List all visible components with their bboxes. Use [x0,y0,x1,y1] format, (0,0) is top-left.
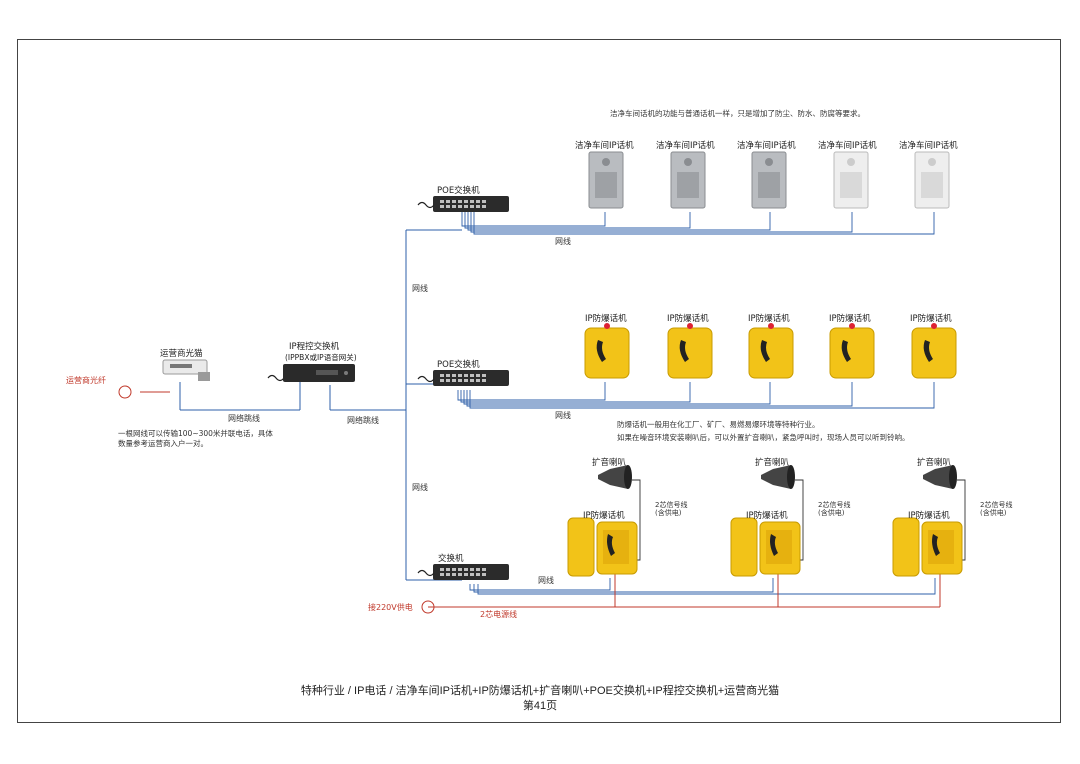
uplink-label: 网络跳线 [228,414,260,423]
explosion-proof-phone-3 [748,323,794,379]
clean-phone-label-5: 洁净车间IP话机 [899,141,958,151]
middle-cables [457,382,935,409]
speaker-label-1: 扩音喇叭 [592,458,627,468]
fiber-label: 运营商光纤 [66,376,106,385]
optical-modem-device [162,359,210,381]
pbx-sublabel: (IPPBX或IP语音网关) [285,353,357,362]
top-switch-label: POE交换机 [437,186,480,196]
door-phone-label-1: IP防爆话机 [583,511,625,521]
modem-label: 运营商光猫 [160,349,203,359]
vertical-cable-label-2: 网线 [412,483,428,492]
middle-switch-label: POE交换机 [437,360,480,370]
clean-phone-label-4: 洁净车间IP话机 [818,141,877,151]
door-phone-2 [730,517,801,577]
clean-room-phone-3 [751,151,787,209]
explosion-proof-phone-1 [584,323,630,379]
ex-phone-label-3: IP防爆话机 [748,314,790,324]
poe-switch-top [433,196,509,212]
clean-phone-label-1: 洁净车间IP话机 [575,141,634,151]
ex-phone-label-5: IP防爆话机 [910,314,952,324]
clean-room-phone-2 [670,151,706,209]
top-cable-label: 网线 [555,237,571,246]
power-lines [140,391,941,608]
ex-phone-label-2: IP防爆话机 [667,314,709,324]
speaker-label-3: 扩音喇叭 [917,458,952,468]
trunk-lines [179,229,462,581]
middle-cable-label: 网线 [555,411,571,420]
trunk-label: 网络跳线 [347,416,379,425]
explosion-proof-phones [584,323,957,379]
speaker-cable-label-3: 2芯信号线 (含供电) [980,501,1013,517]
middle-note-line2: 如果在噪音环境安装喇叭后，可以外置扩音喇叭，紧急呼叫时，现场人员可以听到铃响。 [617,433,910,442]
poe-switch-middle [433,370,509,386]
speaker-label-2: 扩音喇叭 [755,458,790,468]
explosion-proof-phone-2 [667,323,713,379]
door-phone-label-2: IP防爆话机 [746,511,788,521]
clean-phone-label-3: 洁净车间IP话机 [737,141,796,151]
ex-phone-label-4: IP防爆话机 [829,314,871,324]
door-phone-label-3: IP防爆话机 [908,511,950,521]
fiber-connector-icon [118,385,132,399]
speaker-3 [923,465,957,489]
clean-room-phones [588,151,950,209]
speaker-cable-label-1: 2芯信号线 (含供电) [655,501,688,517]
middle-note-line1: 防爆话机一般用在化工厂、矿厂、易燃易爆环境等特种行业。 [617,420,820,429]
ex-phone-label-1: IP防爆话机 [585,314,627,324]
uplink-note: 一根网线可以传输100~300米并联电话，具体数量参考运营商入户一对。 [118,429,273,449]
ip-pbx-device [283,364,355,382]
clean-phone-label-2: 洁净车间IP话机 [656,141,715,151]
power-adapter-icons [267,201,435,577]
speakers [598,465,957,489]
top-cables [461,212,935,235]
speaker-cable-label-2: 2芯信号线 (含供电) [818,501,851,517]
door-phone-3 [892,517,963,577]
clean-room-phone-4 [833,151,869,209]
top-note: 洁净车间话机的功能与普通话机一样，只是增加了防尘、防水、防腐等要求。 [610,109,865,118]
explosion-proof-phone-5 [911,323,957,379]
speaker-2 [761,465,795,489]
switch-bottom [433,564,509,580]
speaker-1 [598,465,632,489]
power-plug-icon [421,600,435,614]
power-cable-label: 2芯电源线 [480,610,518,619]
diagram-border [17,39,1061,723]
bottom-switch-label: 交换机 [438,554,464,564]
clean-room-phone-5 [914,151,950,209]
pbx-label: IP程控交换机 [289,342,340,352]
clean-room-phone-1 [588,151,624,209]
footer-page-number: 第41页 [522,700,558,712]
bottom-cables [469,578,936,595]
door-phone-1 [567,517,638,577]
explosion-proof-phone-4 [829,323,875,379]
door-phones [567,517,963,577]
vertical-cable-label-1: 网线 [412,284,428,293]
bottom-cable-label: 网线 [538,576,554,585]
footer-breadcrumb: 特种行业 / IP电话 / 洁净车间IP话机+IP防爆话机+扩音喇叭+POE交换… [300,685,780,697]
power-supply-label: 接220V供电 [368,603,413,612]
